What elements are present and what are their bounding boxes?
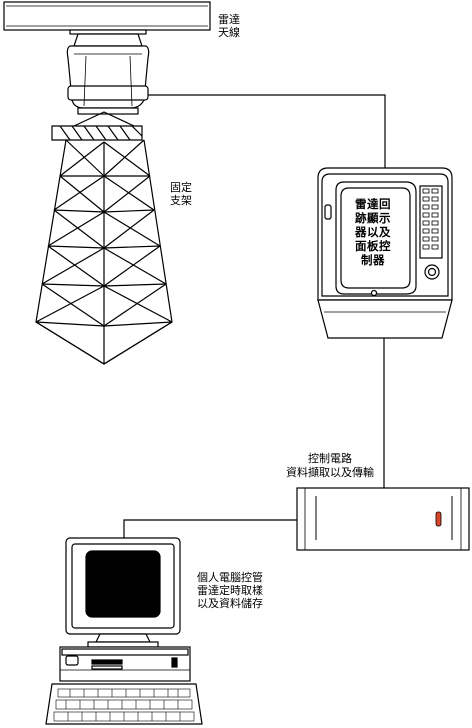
label-line: 資料擷取以及傳輸 [286, 466, 374, 479]
label-line: 制器 [361, 253, 385, 267]
radar-display-unit [317, 167, 453, 339]
label-line: 雷達 [218, 13, 240, 26]
label-line: 器以及 [355, 225, 391, 239]
antenna-array [3, 1, 211, 31]
radar-antenna [3, 1, 211, 115]
label-control-circuit: 控制電路 資料擷取以及傳輸 [268, 452, 392, 480]
label-fixed-mount: 固定 支架 [170, 181, 192, 207]
pc-monitor-screen [85, 550, 161, 618]
label-pc: 個人電腦控管 雷達定時取樣 以及資料儲存 [197, 571, 263, 610]
label-display-controller: 雷達回 跡顯示 器以及 面板控 制器 [340, 197, 406, 267]
cable-antenna-to-display [138, 94, 386, 168]
indicator-led-icon [435, 511, 442, 527]
label-line: 天線 [218, 26, 240, 39]
label-line: 雷達定時取樣 [197, 584, 263, 597]
label-line: 固定 [170, 181, 192, 194]
personal-computer [45, 537, 203, 725]
cable-control-to-pc [123, 519, 297, 538]
label-line: 支架 [170, 194, 192, 207]
label-line: 控制電路 [308, 452, 352, 465]
display-base [317, 299, 453, 339]
label-line: 雷達回 [355, 197, 391, 211]
connection-lines [123, 94, 386, 538]
display-side-knob [324, 204, 332, 220]
control-circuit-box [296, 487, 470, 551]
label-line: 跡顯示 [355, 211, 391, 225]
label-line: 以及資料儲存 [197, 597, 263, 610]
label-line: 個人電腦控管 [197, 571, 263, 584]
label-line: 面板控 [355, 239, 391, 253]
label-radar-antenna: 雷達 天線 [218, 13, 240, 39]
fixed-mount-tower [35, 111, 173, 365]
